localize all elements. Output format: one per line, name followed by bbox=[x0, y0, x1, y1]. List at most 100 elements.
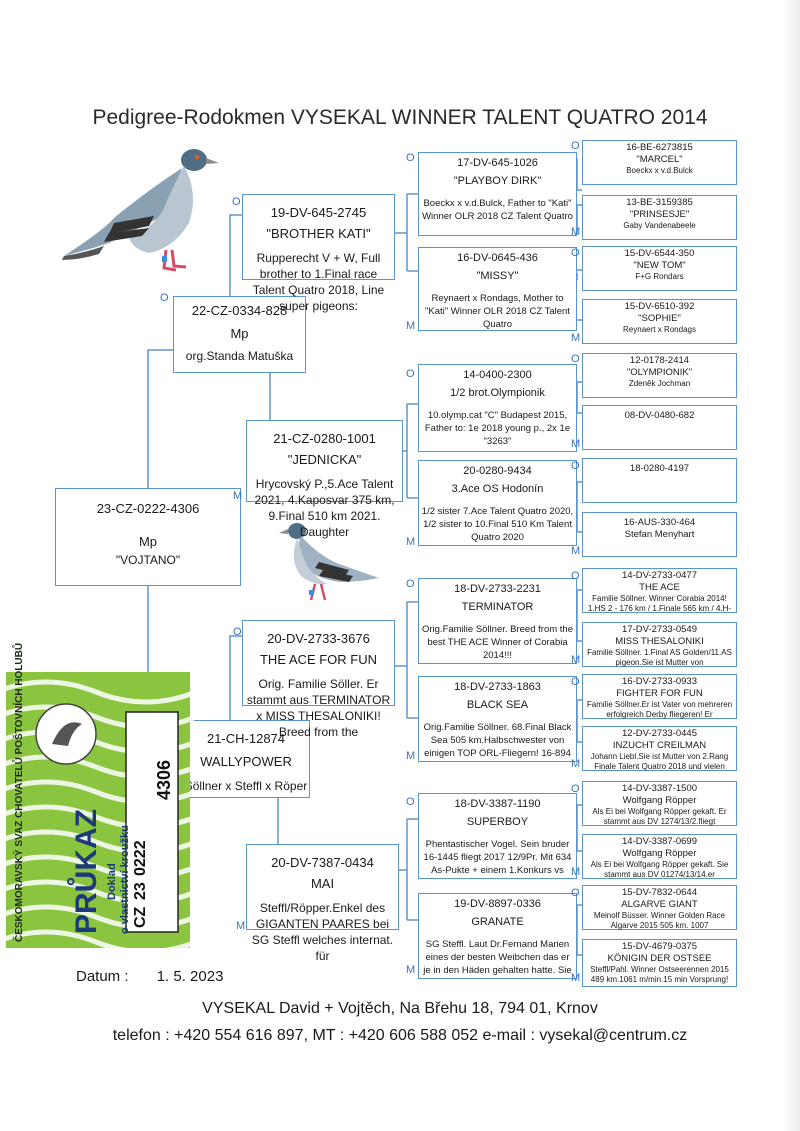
female-marker: M bbox=[571, 972, 581, 984]
pigeon-name: "JEDNICKA" bbox=[287, 452, 362, 467]
female-marker: M bbox=[233, 490, 243, 502]
pigeon-info: Orig. Familie Söller. Er stammt aus TERM… bbox=[246, 677, 391, 739]
pigeon-info: Als Ei bei Wolfgang Röpper gekaft. Sie s… bbox=[590, 860, 729, 879]
card-org-text: ČESKOMORAVSKÝ SVAZ CHOVATELŮ POŠTOVNÍCH … bbox=[14, 642, 25, 942]
male-marker: O bbox=[571, 570, 580, 582]
ring-number: 16-BE-6273815 bbox=[626, 142, 693, 153]
male-marker: O bbox=[160, 292, 169, 304]
breeder-name: Wolfgang Röpper bbox=[622, 848, 697, 859]
ring-number: 19-DV-8897-0336 bbox=[454, 898, 541, 910]
pigeon-name: FIGHTER FOR FUN bbox=[616, 688, 703, 699]
ring-number: 18-DV-2733-2231 bbox=[454, 583, 541, 595]
gen4-box-10: 17-DV-2733-0549 MISS THESALONIKI Familie… bbox=[582, 622, 737, 667]
ring-number: 18-DV-3387-1190 bbox=[454, 798, 541, 810]
ring-number: 18-0280-4197 bbox=[629, 463, 690, 474]
pigeon-illustration-large bbox=[62, 149, 219, 272]
gen3-box-7: 18-DV-3387-1190 SUPERBOY Phentastischer … bbox=[418, 793, 577, 879]
gen4-box-14: 14-DV-3387-0699 Wolfgang Röpper Als Ei b… bbox=[582, 834, 737, 879]
ownership-card-background bbox=[0, 672, 197, 955]
owner-contact: telefon : +420 554 616 897, MT : +420 60… bbox=[112, 1027, 688, 1044]
ring-number: 17-DV-2733-0549 bbox=[622, 624, 697, 635]
gen3-box-8: 19-DV-8897-0336 GRANATE SG Steffl. Laut … bbox=[418, 893, 577, 979]
gen3-box-2: 16-DV-0645-436 "MISSY" Reynaert x Rondag… bbox=[418, 247, 577, 331]
ring-number: 15-DV-6544-350 bbox=[624, 248, 695, 259]
female-marker: M bbox=[236, 920, 246, 932]
ring-number: 14-DV-3387-1500 bbox=[622, 783, 697, 794]
breeder-info: org.Standa Matuška bbox=[185, 349, 294, 363]
gen3-box-3: 14-0400-2300 1/2 brot.Olympionik 10.olym… bbox=[418, 364, 577, 452]
female-marker: M bbox=[571, 332, 581, 344]
gen3-box-4: 20-0280-9434 3.Ace OS Hodonín 1/2 sister… bbox=[418, 460, 577, 546]
gen4-box-7: 18-0280-4197 bbox=[582, 458, 737, 503]
ring-number: 21-CH-12874 bbox=[206, 731, 286, 746]
ring-number: 16-AUS-330-464 bbox=[623, 517, 696, 528]
ring-number: 21-CZ-0280-1001 bbox=[273, 431, 376, 446]
gen4-box-16: 15-DV-4679-0375 KÖNIGIN DER OSTSEE Steff… bbox=[582, 939, 737, 987]
gen2-box-3: 20-DV-2733-3676 THE ACE FOR FUN Orig. Fa… bbox=[242, 620, 395, 739]
male-marker: O bbox=[232, 196, 241, 208]
gen3-box-1: 17-DV-645-1026 "PLAYBOY DIRK" Boeckx x v… bbox=[418, 152, 577, 236]
pigeon-name: "MARCEL" bbox=[636, 154, 683, 165]
female-marker: M bbox=[406, 750, 416, 762]
pigeon-name: KÖNIGIN DER OSTSEE bbox=[607, 953, 712, 964]
pigeon-info: Reynaert x Rondags, Mother to "Kati" Win… bbox=[425, 293, 570, 330]
female-marker: M bbox=[571, 226, 581, 238]
breeder-name: Stefan Menyhart bbox=[624, 529, 695, 540]
breeder-name: Wolfgang Röpper bbox=[622, 795, 697, 806]
gen4-box-11: 16-DV-2733-0933 FIGHTER FOR FUN Familie … bbox=[582, 674, 737, 719]
card-label: PRŮKAZ bbox=[70, 809, 103, 934]
male-marker: O bbox=[233, 626, 242, 638]
pedigree-title: Pedigree-Rodokmen VYSEKAL WINNER TALENT … bbox=[92, 106, 708, 129]
pigeon-name: TERMINATOR bbox=[461, 601, 534, 613]
date-value: 1. 5. 2023 bbox=[156, 968, 224, 985]
breeder-info: Söllner x Steffl x Röper bbox=[184, 779, 308, 793]
pigeon-info: Als Ei bei Wolfgang Röpper gekaft. Er st… bbox=[592, 807, 727, 826]
ring-number: 22-CZ-0334-828 bbox=[191, 303, 288, 318]
pedigree-root: 23-CZ-0222-4306 Mp "VOJTANO" bbox=[55, 488, 241, 586]
pigeon-name: BLACK SEA bbox=[466, 699, 529, 711]
ring-number: 16-DV-0645-436 bbox=[457, 252, 538, 264]
ring-number: 14-0400-2300 bbox=[463, 369, 532, 381]
pigeon-name: WALLYPOWER bbox=[200, 754, 292, 769]
female-marker: M bbox=[406, 536, 416, 548]
gen4-box-8: 16-AUS-330-464 Stefan Menyhart bbox=[582, 512, 737, 557]
pigeon-info: Meinolf Büsser. Winner Golden Race Algar… bbox=[593, 911, 726, 930]
pigeon-name: "NEW TOM" bbox=[633, 260, 686, 271]
female-marker: M bbox=[571, 545, 581, 557]
owner-address: VYSEKAL David + Vojtěch, Na Břehu 18, 79… bbox=[202, 1000, 598, 1017]
ring-number: 15-DV-6510-392 bbox=[624, 301, 695, 312]
pigeon-name: SUPERBOY bbox=[466, 816, 529, 828]
pigeon-info: Familie Söllner. 1.Final AS Golden/11.AS… bbox=[587, 648, 732, 667]
card-number-part1: 0222 bbox=[132, 840, 149, 876]
pigeon-name: "VOJTANO" bbox=[115, 553, 181, 567]
gen4-box-12: 12-DV-2733-0445 INZUCHT CREILMAN Johann … bbox=[582, 726, 737, 771]
pigeon-name: GRANATE bbox=[471, 916, 524, 928]
pigeon-info: Orig.Familie Söllner. Breed from the bes… bbox=[421, 624, 573, 661]
pigeon-info: Boeckx x v.d.Bulck, Father to "Kati" Win… bbox=[422, 198, 573, 222]
ring-number: 12-0178-2414 bbox=[629, 355, 690, 366]
pigeon-info: Orig.Familie Söllner. 68.Final Black Sea… bbox=[423, 722, 572, 759]
ring-number: 20-DV-2733-3676 bbox=[267, 631, 370, 646]
ring-number: 15-DV-7832-0644 bbox=[622, 887, 697, 898]
gen3-box-6: 18-DV-2733-1863 BLACK SEA Orig.Familie S… bbox=[418, 676, 577, 762]
female-marker: M bbox=[406, 964, 416, 976]
pigeon-sex: Mp bbox=[230, 326, 249, 341]
pigeon-name: THE ACE bbox=[639, 582, 680, 593]
ring-number: 15-DV-4679-0375 bbox=[622, 941, 697, 952]
ring-number: 14-DV-2733-0477 bbox=[622, 570, 697, 581]
ring-number: 18-DV-2733-1863 bbox=[454, 681, 541, 693]
gen4-box-13: 14-DV-3387-1500 Wolfgang Röpper Als Ei b… bbox=[582, 781, 737, 826]
male-marker: O bbox=[571, 783, 580, 795]
pigeon-name: "SOPHIE" bbox=[638, 313, 681, 324]
pigeon-name: 3.Ace OS Hodonín bbox=[451, 483, 544, 495]
gen1-mother: 21-CH-12874 WALLYPOWER Söllner x Steffl … bbox=[182, 720, 310, 798]
pigeon-info: Phentastischer Vogel. Sein bruder 16-144… bbox=[423, 839, 572, 876]
pigeon-info: Zdeněk Jochman bbox=[628, 379, 691, 388]
ring-number: 14-DV-3387-0699 bbox=[622, 836, 697, 847]
male-marker: O bbox=[571, 140, 580, 152]
pigeon-info: Gaby Vandenabeele bbox=[623, 221, 696, 230]
pigeon-info: Hrycovský P.,5.Ace Talent 2021, 4.Kaposv… bbox=[254, 477, 395, 539]
pigeon-info: 10.olymp.cat "C" Budapest 2015, Father t… bbox=[424, 410, 571, 447]
gen3-box-5: 18-DV-2733-2231 TERMINATOR Orig.Familie … bbox=[418, 578, 577, 664]
male-marker: O bbox=[571, 247, 580, 259]
